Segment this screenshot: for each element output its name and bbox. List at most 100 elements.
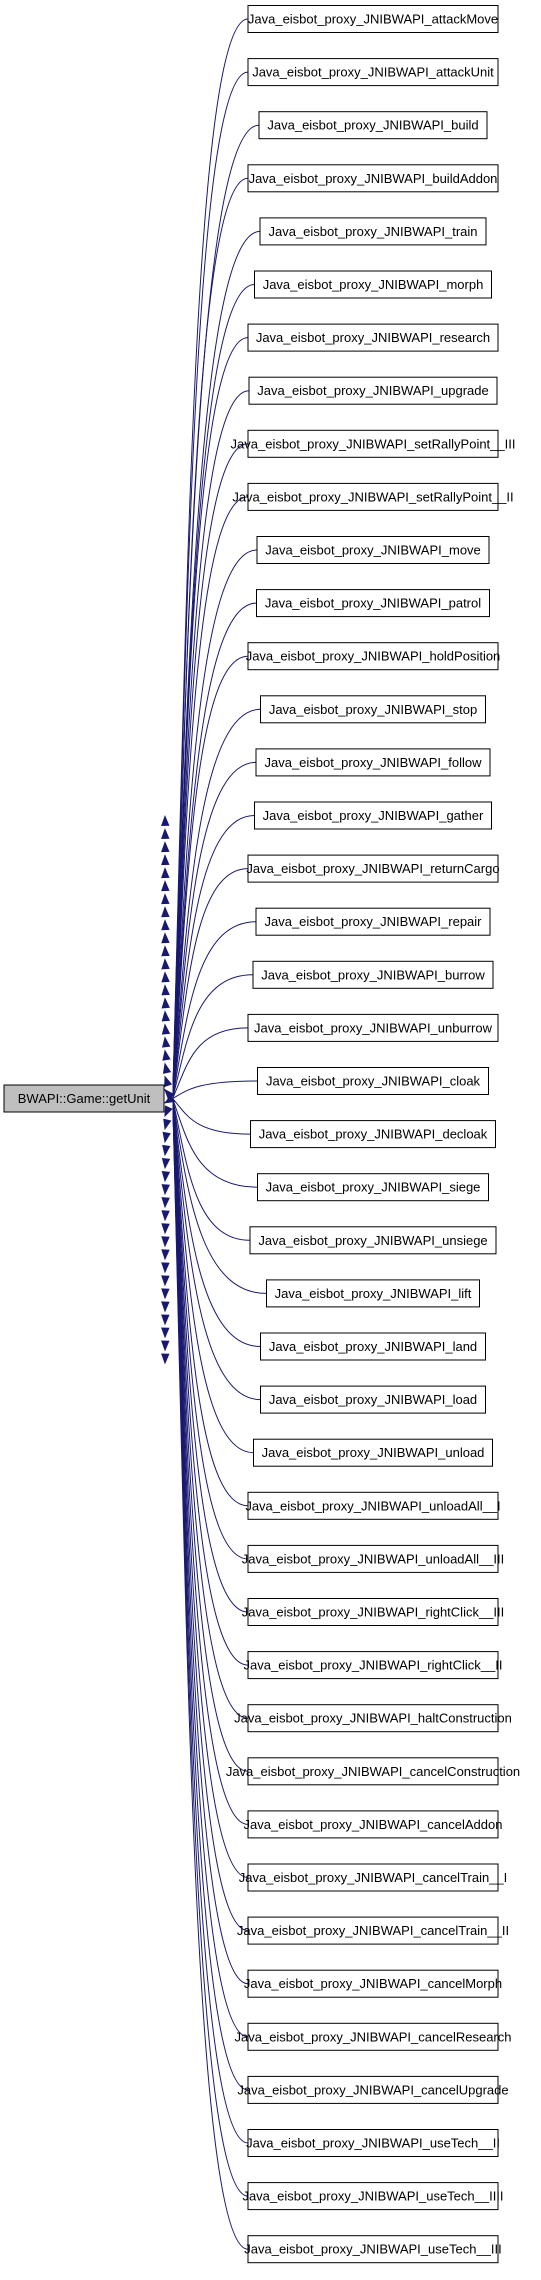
caller-edge xyxy=(172,1103,249,1560)
caller-node-cancelmorph[interactable]: Java_eisbot_proxy_JNIBWAPI_cancelMorph xyxy=(244,1969,502,1998)
caller-node-box xyxy=(257,1173,489,1202)
caller-node-morph[interactable]: Java_eisbot_proxy_JNIBWAPI_morph xyxy=(254,270,492,299)
caller-edge-arrowhead xyxy=(161,854,170,866)
caller-node-land[interactable]: Java_eisbot_proxy_JNIBWAPI_land xyxy=(260,1332,486,1361)
root-node-box xyxy=(3,1084,165,1113)
caller-node-box xyxy=(247,2182,499,2211)
caller-node-attackunit[interactable]: Java_eisbot_proxy_JNIBWAPI_attackUnit xyxy=(247,58,499,87)
caller-node-unburrow[interactable]: Java_eisbot_proxy_JNIBWAPI_unburrow xyxy=(247,1013,499,1042)
caller-node-holdposition[interactable]: Java_eisbot_proxy_JNIBWAPI_holdPosition xyxy=(246,642,501,671)
caller-node-label: Java_eisbot_proxy_JNIBWAPI_unload xyxy=(262,1445,485,1460)
caller-edge xyxy=(172,1109,249,2038)
caller-node-burrow[interactable]: Java_eisbot_proxy_JNIBWAPI_burrow xyxy=(252,960,494,989)
caller-node-siege[interactable]: Java_eisbot_proxy_JNIBWAPI_siege xyxy=(257,1173,489,1202)
caller-node-label: Java_eisbot_proxy_JNIBWAPI_useTech__III xyxy=(244,2242,502,2257)
caller-node-label: Java_eisbot_proxy_JNIBWAPI_burrow xyxy=(261,967,485,982)
caller-node-attackmove[interactable]: Java_eisbot_proxy_JNIBWAPI_attackMove xyxy=(247,5,499,33)
caller-edge-arrowhead xyxy=(161,841,170,853)
root-node[interactable]: BWAPI::Game::getUnit xyxy=(3,1084,165,1113)
caller-node-unload[interactable]: Java_eisbot_proxy_JNIBWAPI_unload xyxy=(253,1438,493,1467)
caller-node-decloak[interactable]: Java_eisbot_proxy_JNIBWAPI_decloak xyxy=(250,1120,496,1149)
caller-node-label: Java_eisbot_proxy_JNIBWAPI_lift xyxy=(275,1286,472,1301)
caller-node-box xyxy=(247,429,499,458)
caller-node-usetech-iii[interactable]: Java_eisbot_proxy_JNIBWAPI_useTech__III xyxy=(244,2235,502,2264)
caller-node-box xyxy=(247,1916,499,1945)
caller-edge-arrowhead xyxy=(161,815,170,827)
caller-node-label: Java_eisbot_proxy_JNIBWAPI_morph xyxy=(263,277,484,292)
caller-edge xyxy=(172,1103,249,1507)
caller-edge xyxy=(172,177,249,1088)
caller-node-rightclick-iii[interactable]: Java_eisbot_proxy_JNIBWAPI_rightClick__I… xyxy=(242,1598,505,1626)
caller-node-research[interactable]: Java_eisbot_proxy_JNIBWAPI_research xyxy=(247,323,499,352)
caller-edge-arrowhead xyxy=(161,1340,170,1352)
caller-edge-arrowhead xyxy=(164,1088,175,1100)
caller-node-box xyxy=(247,1704,499,1733)
caller-nodes: Java_eisbot_proxy_JNIBWAPI_attackMoveJav… xyxy=(226,5,520,2264)
caller-edge xyxy=(172,1100,267,1294)
caller-edge-arrowhead xyxy=(161,932,170,944)
caller-node-gather[interactable]: Java_eisbot_proxy_JNIBWAPI_gather xyxy=(254,801,492,830)
caller-node-box xyxy=(247,1651,499,1680)
caller-edge xyxy=(172,443,249,1091)
caller-node-label: Java_eisbot_proxy_JNIBWAPI_cancelAddon xyxy=(244,1817,503,1832)
caller-node-cancelupgrade[interactable]: Java_eisbot_proxy_JNIBWAPI_cancelUpgrade xyxy=(237,2075,509,2104)
caller-edge-arrowhead xyxy=(161,1236,170,1248)
caller-node-label: Java_eisbot_proxy_JNIBWAPI_siege xyxy=(266,1180,481,1195)
caller-node-usetech-ii[interactable]: Java_eisbot_proxy_JNIBWAPI_useTech__II xyxy=(246,2129,500,2157)
caller-node-label: Java_eisbot_proxy_JNIBWAPI_repair xyxy=(264,914,482,929)
caller-node-buildaddon[interactable]: Java_eisbot_proxy_JNIBWAPI_buildAddon xyxy=(247,164,499,193)
caller-node-lift[interactable]: Java_eisbot_proxy_JNIBWAPI_lift xyxy=(266,1279,480,1308)
caller-node-box xyxy=(247,1863,499,1892)
caller-edge xyxy=(172,549,258,1092)
caller-node-label: Java_eisbot_proxy_JNIBWAPI_cancelResearc… xyxy=(235,2029,512,2044)
caller-node-canceladdon[interactable]: Java_eisbot_proxy_JNIBWAPI_cancelAddon xyxy=(244,1810,503,1839)
caller-node-box xyxy=(266,1279,480,1308)
caller-edge-arrowhead xyxy=(161,958,170,970)
caller-node-patrol[interactable]: Java_eisbot_proxy_JNIBWAPI_patrol xyxy=(256,589,490,618)
caller-node-canceltrain-i[interactable]: Java_eisbot_proxy_JNIBWAPI_cancelTrain__… xyxy=(239,1863,508,1892)
caller-node-move[interactable]: Java_eisbot_proxy_JNIBWAPI_move xyxy=(256,536,490,564)
caller-edge xyxy=(172,1099,258,1188)
caller-node-label: Java_eisbot_proxy_JNIBWAPI_research xyxy=(256,330,490,345)
caller-node-usetech-iiii[interactable]: Java_eisbot_proxy_JNIBWAPI_useTech__IIII xyxy=(242,2182,504,2211)
caller-node-setrallypoint-ii[interactable]: Java_eisbot_proxy_JNIBWAPI_setRallyPoint… xyxy=(232,482,514,511)
caller-node-haltconstruction[interactable]: Java_eisbot_proxy_JNIBWAPI_haltConstruct… xyxy=(234,1704,512,1733)
caller-node-unsiege[interactable]: Java_eisbot_proxy_JNIBWAPI_unsiege xyxy=(249,1226,497,1255)
caller-edge-arrowhead xyxy=(161,1010,171,1022)
caller-edge xyxy=(172,1101,261,1347)
caller-node-unloadall-iii[interactable]: Java_eisbot_proxy_JNIBWAPI_unloadAll__II… xyxy=(242,1544,505,1573)
caller-node-label: Java_eisbot_proxy_JNIBWAPI_rightClick__I… xyxy=(244,1658,503,1673)
caller-edge-arrowhead xyxy=(161,1197,170,1209)
caller-node-unloadall-i[interactable]: Java_eisbot_proxy_JNIBWAPI_unloadAll__I xyxy=(245,1491,501,1520)
caller-edge-arrowhead xyxy=(162,1144,171,1157)
caller-node-cancelconstruction[interactable]: Java_eisbot_proxy_JNIBWAPI_cancelConstru… xyxy=(226,1757,520,1786)
caller-node-label: Java_eisbot_proxy_JNIBWAPI_useTech__IIII xyxy=(242,2189,503,2204)
caller-node-label: Java_eisbot_proxy_JNIBWAPI_patrol xyxy=(265,596,481,611)
caller-edge-arrowhead xyxy=(164,1105,173,1118)
caller-node-label: Java_eisbot_proxy_JNIBWAPI_land xyxy=(269,1339,477,1354)
caller-node-upgrade[interactable]: Java_eisbot_proxy_JNIBWAPI_upgrade xyxy=(248,376,498,405)
caller-edge-arrowhead xyxy=(161,906,170,918)
caller-node-box xyxy=(254,270,492,299)
caller-node-setrallypoint-iii[interactable]: Java_eisbot_proxy_JNIBWAPI_setRallyPoint… xyxy=(231,429,516,458)
caller-node-repair[interactable]: Java_eisbot_proxy_JNIBWAPI_repair xyxy=(255,907,491,936)
caller-edge-arrowhead xyxy=(162,1049,171,1061)
caller-node-label: Java_eisbot_proxy_JNIBWAPI_cancelUpgrade xyxy=(237,2082,508,2097)
caller-node-returncargo[interactable]: Java_eisbot_proxy_JNIBWAPI_returnCargo xyxy=(246,854,500,883)
caller-node-cancelresearch[interactable]: Java_eisbot_proxy_JNIBWAPI_cancelResearc… xyxy=(235,2022,512,2051)
caller-edge xyxy=(172,71,249,1087)
caller-node-load[interactable]: Java_eisbot_proxy_JNIBWAPI_load xyxy=(260,1385,486,1414)
caller-node-label: Java_eisbot_proxy_JNIBWAPI_attackMove xyxy=(248,12,498,27)
caller-node-cloak[interactable]: Java_eisbot_proxy_JNIBWAPI_cloak xyxy=(257,1067,489,1095)
caller-node-box xyxy=(247,2129,499,2157)
caller-node-canceltrain-ii[interactable]: Java_eisbot_proxy_JNIBWAPI_cancelTrain__… xyxy=(237,1916,509,1945)
caller-node-train[interactable]: Java_eisbot_proxy_JNIBWAPI_train xyxy=(259,217,487,246)
caller-edge-arrowhead xyxy=(161,893,170,905)
caller-node-rightclick-ii[interactable]: Java_eisbot_proxy_JNIBWAPI_rightClick__I… xyxy=(244,1651,503,1680)
caller-edge-arrowhead xyxy=(161,1249,170,1261)
caller-node-follow[interactable]: Java_eisbot_proxy_JNIBWAPI_follow xyxy=(255,748,491,777)
caller-node-build[interactable]: Java_eisbot_proxy_JNIBWAPI_build xyxy=(258,111,488,140)
caller-node-box xyxy=(256,536,490,564)
caller-node-stop[interactable]: Java_eisbot_proxy_JNIBWAPI_stop xyxy=(260,695,486,724)
caller-edge xyxy=(172,815,255,1096)
